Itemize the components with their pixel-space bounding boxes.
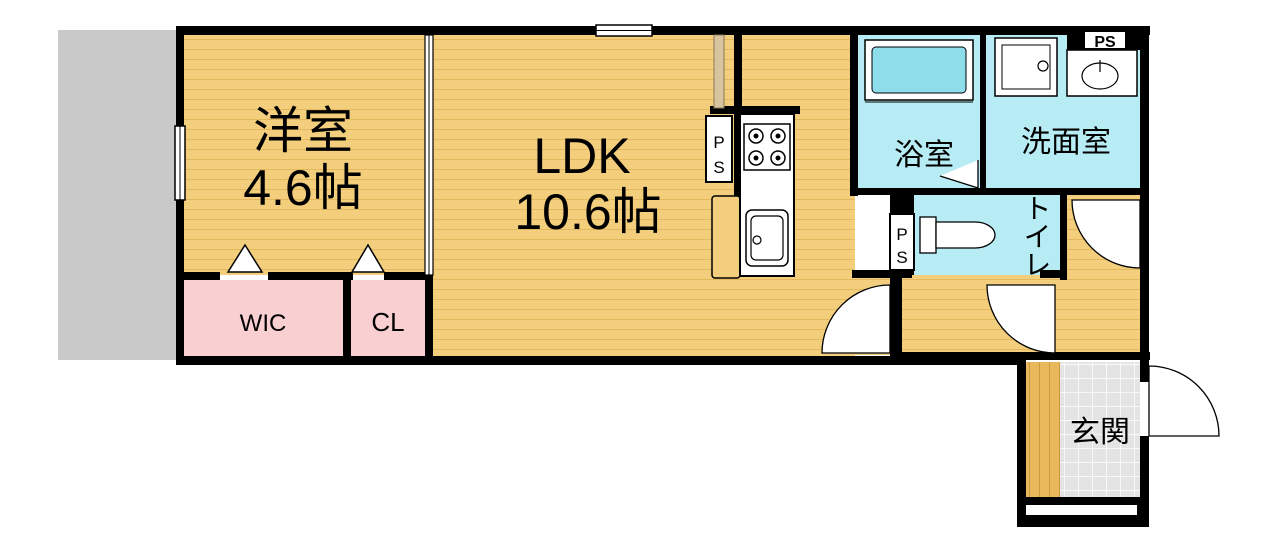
entrance-door: [1148, 365, 1220, 437]
ps-top: [1067, 30, 1149, 50]
room-partition: [424, 34, 434, 276]
ldk-window: [595, 24, 653, 37]
ps-top-label: PS: [1094, 34, 1116, 51]
ps-toilet: [889, 213, 915, 271]
ps-toilet-label-s: S: [896, 248, 907, 267]
ps-kitchen: [705, 115, 733, 183]
ldk-size: 10.6帖: [514, 184, 661, 240]
ps-kitchen-label-p: P: [713, 133, 724, 152]
entrance-label: 玄関: [1070, 416, 1130, 449]
wic-label: WIC: [240, 310, 287, 337]
ps-kitchen-label-s: S: [713, 158, 724, 177]
balcony: [58, 30, 180, 360]
washroom-door: [1071, 199, 1141, 269]
entrance-step: [1025, 362, 1060, 497]
ldk-door: [821, 284, 891, 354]
wash-basin-icon: [1066, 49, 1138, 97]
bathtub-icon: [864, 39, 974, 103]
western-room-floor: [180, 30, 430, 275]
bath-door: [939, 160, 979, 189]
western-room-label: 洋室: [253, 103, 353, 159]
closet-door-markers: [226, 243, 386, 273]
cl-label: CL: [371, 307, 404, 337]
western-window: [174, 125, 186, 201]
sink-icon: [745, 209, 789, 267]
cl-floor: [350, 280, 430, 360]
washroom-label: 洗面室: [1021, 126, 1111, 159]
wic-floor: [180, 280, 345, 360]
toilet-icon: [919, 216, 996, 254]
toilet-label: トイレ: [1021, 194, 1052, 278]
walls: [176, 26, 1150, 527]
toilet-door: [986, 284, 1056, 354]
ldk-label: LDK: [533, 128, 630, 184]
stove-icon: [743, 123, 791, 171]
bath-label: 浴室: [894, 139, 954, 172]
washing-machine-icon: [994, 37, 1058, 97]
ps-toilet-label-p: P: [896, 225, 907, 244]
western-room-size: 4.6帖: [243, 160, 363, 216]
entrance-tile: [1060, 362, 1140, 497]
